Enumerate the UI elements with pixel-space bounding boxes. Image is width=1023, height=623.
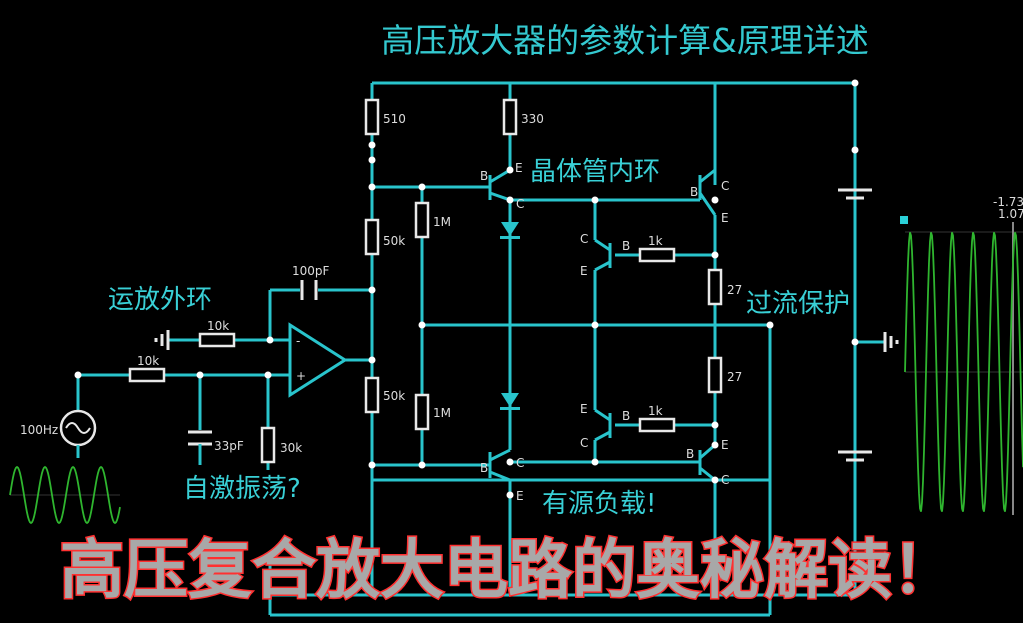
label-c33p: 33pF (214, 439, 244, 453)
pin-label: B (622, 409, 630, 423)
pin-label: B (690, 185, 698, 199)
label-r50k-top: 50k (383, 234, 405, 248)
pin-label: C (580, 436, 588, 450)
label-r50k-bot: 50k (383, 389, 405, 403)
label-r1k-top: 1k (648, 234, 663, 248)
pin-label: E (516, 489, 524, 503)
pin-label: B (480, 461, 488, 475)
annotation-oscillation: 自激振荡? (183, 474, 301, 504)
label-r1k-bot: 1k (648, 404, 663, 418)
pin-label: E (580, 402, 588, 416)
label-r10k-fb: 10k (207, 319, 229, 333)
pin-label: B (686, 447, 694, 461)
pin-label: C (721, 179, 729, 193)
label-r330: 330 (521, 112, 544, 126)
label-r1m-bot: 1M (433, 406, 451, 420)
label-r1m-top: 1M (433, 215, 451, 229)
annotations: 运放外环 晶体管内环 过流保护 自激振荡? 有源负载! (108, 157, 850, 519)
op-amp: - + (288, 322, 348, 398)
oscilloscope-panel: -1.738 1.07 (900, 195, 1023, 515)
label-c100p: 100pF (292, 264, 330, 278)
pin-label: B (622, 239, 630, 253)
label-r27-top: 27 (727, 283, 742, 297)
pin-label: C (516, 456, 524, 470)
op-amp-minus: - (296, 334, 300, 348)
op-amp-plus: + (296, 369, 306, 383)
pin-label: C (721, 473, 729, 487)
annotation-active-load: 有源负载! (542, 489, 656, 519)
ground-icon (154, 330, 899, 352)
ac-source-icon (59, 409, 97, 447)
annotation-outer-loop: 运放外环 (108, 285, 212, 315)
overlay-title: 高压复合放大电路的奥秘解读！ (60, 534, 956, 608)
pin-label: E (721, 438, 729, 452)
pin-label: C (516, 197, 524, 211)
scope-readout-2: 1.07 (998, 207, 1023, 221)
pin-label: E (515, 161, 523, 175)
diodes (500, 222, 520, 410)
component-labels: 510 330 50k 50k 1M 1M 100pF 10k 10k 33pF… (20, 112, 742, 503)
pin-label: E (580, 264, 588, 278)
pin-label: E (721, 211, 729, 225)
pin-label: B (480, 169, 488, 183)
label-r510: 510 (383, 112, 406, 126)
annotation-overcurrent: 过流保护 (746, 289, 850, 319)
batteries (838, 188, 872, 462)
label-r10k-in: 10k (137, 354, 159, 368)
label-r27-bot: 27 (727, 370, 742, 384)
page-title: 高压放大器的参数计算&原理详述 (381, 21, 869, 60)
pin-label: C (580, 232, 588, 246)
resistors (128, 98, 723, 464)
label-r30k: 30k (280, 441, 302, 455)
junction-dots (74, 79, 859, 499)
scope-readout-1: -1.738 (993, 195, 1023, 209)
transistors (488, 168, 717, 482)
label-source: 100Hz (20, 423, 58, 437)
input-waveform (9, 465, 121, 525)
annotation-inner-loop: 晶体管内环 (530, 157, 660, 187)
